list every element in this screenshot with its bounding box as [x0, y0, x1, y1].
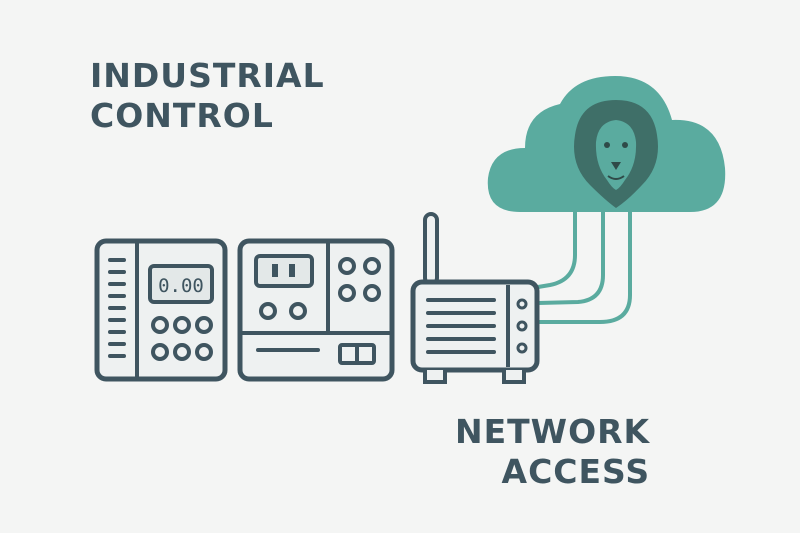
label-line: INDUSTRIAL: [90, 56, 325, 95]
label-line: NETWORK: [455, 412, 651, 451]
network-cables: [536, 203, 632, 324]
antenna-icon: [423, 212, 439, 286]
router-icon: [410, 212, 540, 384]
label-line: CONTROL: [90, 96, 274, 135]
controller-display: 0.00: [158, 275, 204, 297]
control-panel-icon: [237, 238, 395, 382]
lion-icon: [574, 100, 658, 208]
label-line: ACCESS: [501, 452, 651, 491]
industrial-control-label: INDUSTRIAL CONTROL: [90, 56, 325, 136]
plc-controller-icon: 0.00: [94, 238, 228, 382]
network-access-label: NETWORK ACCESS: [455, 412, 650, 492]
